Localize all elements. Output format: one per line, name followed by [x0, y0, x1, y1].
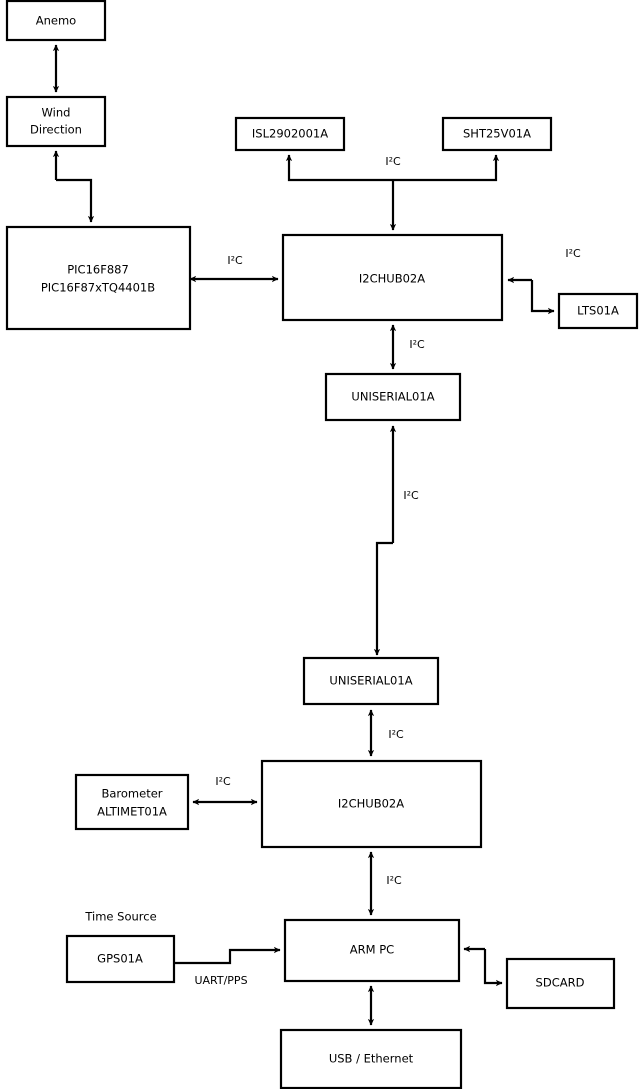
node-label-sdcard: SDCARD: [536, 976, 585, 990]
node-label-lts01a: LTS01A: [577, 304, 619, 318]
edge-i2c-bus-top: [285, 154, 500, 231]
edge-label-i2c-uniserial-hub2: I²C: [388, 728, 404, 741]
edge-gps-armpc: [174, 946, 281, 965]
node-label-pic-line2: PIC16F87xTQ4401B: [41, 281, 155, 295]
node-box-uniserial01a-lower[interactable]: [302, 656, 440, 706]
node-box-anemo[interactable]: [5, 0, 107, 42]
node-sht25v01a[interactable]: SHT25V01A: [441, 116, 553, 152]
node-anemo[interactable]: Anemo: [5, 0, 107, 42]
node-gps01a[interactable]: GPS01A: [65, 934, 176, 984]
node-box-arm-pc[interactable]: [283, 918, 461, 983]
edge-hub-lts: [507, 276, 555, 315]
edge-line-bus-to-sht: [393, 154, 500, 182]
node-box-gps01a[interactable]: [65, 934, 176, 984]
node-label-gps01a: GPS01A: [97, 952, 143, 966]
node-i2chub02a-top[interactable]: I2CHUB02A: [281, 233, 504, 322]
edge-label-i2c-uniserial-link: I²C: [403, 489, 419, 502]
edge-line-wind-pic-down: [56, 178, 95, 223]
node-usb-ethernet[interactable]: USB / Ethernet: [279, 1028, 463, 1089]
edge-line-uniserial-down: [373, 541, 393, 656]
node-label-usb-ethernet: USB / Ethernet: [329, 1052, 414, 1066]
node-label-uniserial01a-upper: UNISERIAL01A: [351, 390, 434, 404]
node-box-wind-direction[interactable]: [5, 95, 107, 148]
node-box-sdcard[interactable]: [505, 957, 616, 1010]
node-box-sht25v01a[interactable]: [441, 116, 553, 152]
node-label-i2chub02a-top: I2CHUB02A: [359, 272, 425, 286]
edge-label-i2c-baro-hub2: I²C: [215, 775, 231, 788]
node-wind-direction[interactable]: Wind Direction: [5, 95, 107, 148]
node-box-lts01a[interactable]: [557, 292, 639, 330]
node-label-isl2902001a: ISL2902001A: [252, 127, 328, 141]
node-lts01a[interactable]: LTS01A: [557, 292, 639, 330]
node-i2chub02a-bottom[interactable]: I2CHUB02A: [260, 759, 483, 849]
node-arm-pc[interactable]: ARM PC: [283, 918, 461, 983]
edge-label-i2c-hub-lts: I²C: [565, 247, 581, 260]
node-box-uniserial01a-upper[interactable]: [324, 372, 462, 422]
node-label-wind-direction-line1: Wind: [42, 106, 71, 120]
label-time-source: Time Source: [84, 910, 156, 924]
node-box-i2chub02a-bottom[interactable]: [260, 759, 483, 849]
node-box-barometer[interactable]: [74, 773, 190, 831]
node-label-wind-direction-line2: Direction: [30, 123, 82, 137]
edge-line-armpc-to-sdcard: [483, 949, 503, 987]
node-label-uniserial01a-lower: UNISERIAL01A: [329, 674, 412, 688]
node-box-pic-mcu[interactable]: [5, 225, 192, 331]
node-sdcard[interactable]: SDCARD: [505, 957, 616, 1010]
edge-line-hub-to-lts: [530, 280, 555, 315]
node-label-i2chub02a-bottom: I2CHUB02A: [338, 797, 404, 811]
node-label-barometer-line1: Barometer: [101, 787, 162, 801]
edge-label-i2c-bus-top: I²C: [385, 155, 401, 168]
node-label-anemo: Anemo: [36, 14, 76, 28]
edge-wind-pic: [52, 150, 95, 223]
node-box-isl2902001a[interactable]: [234, 116, 346, 152]
node-box-usb-ethernet[interactable]: [279, 1028, 463, 1089]
edge-line-bus-to-isl: [285, 154, 393, 182]
edge-label-i2c-hub-uniserial: I²C: [409, 338, 425, 351]
node-uniserial01a-upper[interactable]: UNISERIAL01A: [324, 372, 462, 422]
node-box-i2chub02a-top[interactable]: [281, 233, 504, 322]
edge-uniserial-link: [373, 425, 397, 656]
edge-line-gps-armpc: [174, 946, 281, 965]
edge-label-i2c-pic-hub: I²C: [227, 254, 243, 267]
edge-armpc-sdcard: [463, 945, 503, 987]
edge-label-uart-pps: UART/PPS: [194, 974, 247, 987]
node-pic-mcu[interactable]: PIC16F887 PIC16F87xTQ4401B: [5, 225, 192, 331]
edge-label-i2c-hub2-armpc: I²C: [386, 874, 402, 887]
node-label-barometer-line2: ALTIMET01A: [97, 805, 167, 819]
node-isl2902001a[interactable]: ISL2902001A: [234, 116, 346, 152]
node-label-sht25v01a: SHT25V01A: [463, 127, 531, 141]
node-label-arm-pc: ARM PC: [350, 943, 394, 957]
node-uniserial01a-lower[interactable]: UNISERIAL01A: [302, 656, 440, 706]
node-barometer[interactable]: Barometer ALTIMET01A: [74, 773, 190, 831]
node-label-pic-line1: PIC16F887: [67, 263, 129, 277]
